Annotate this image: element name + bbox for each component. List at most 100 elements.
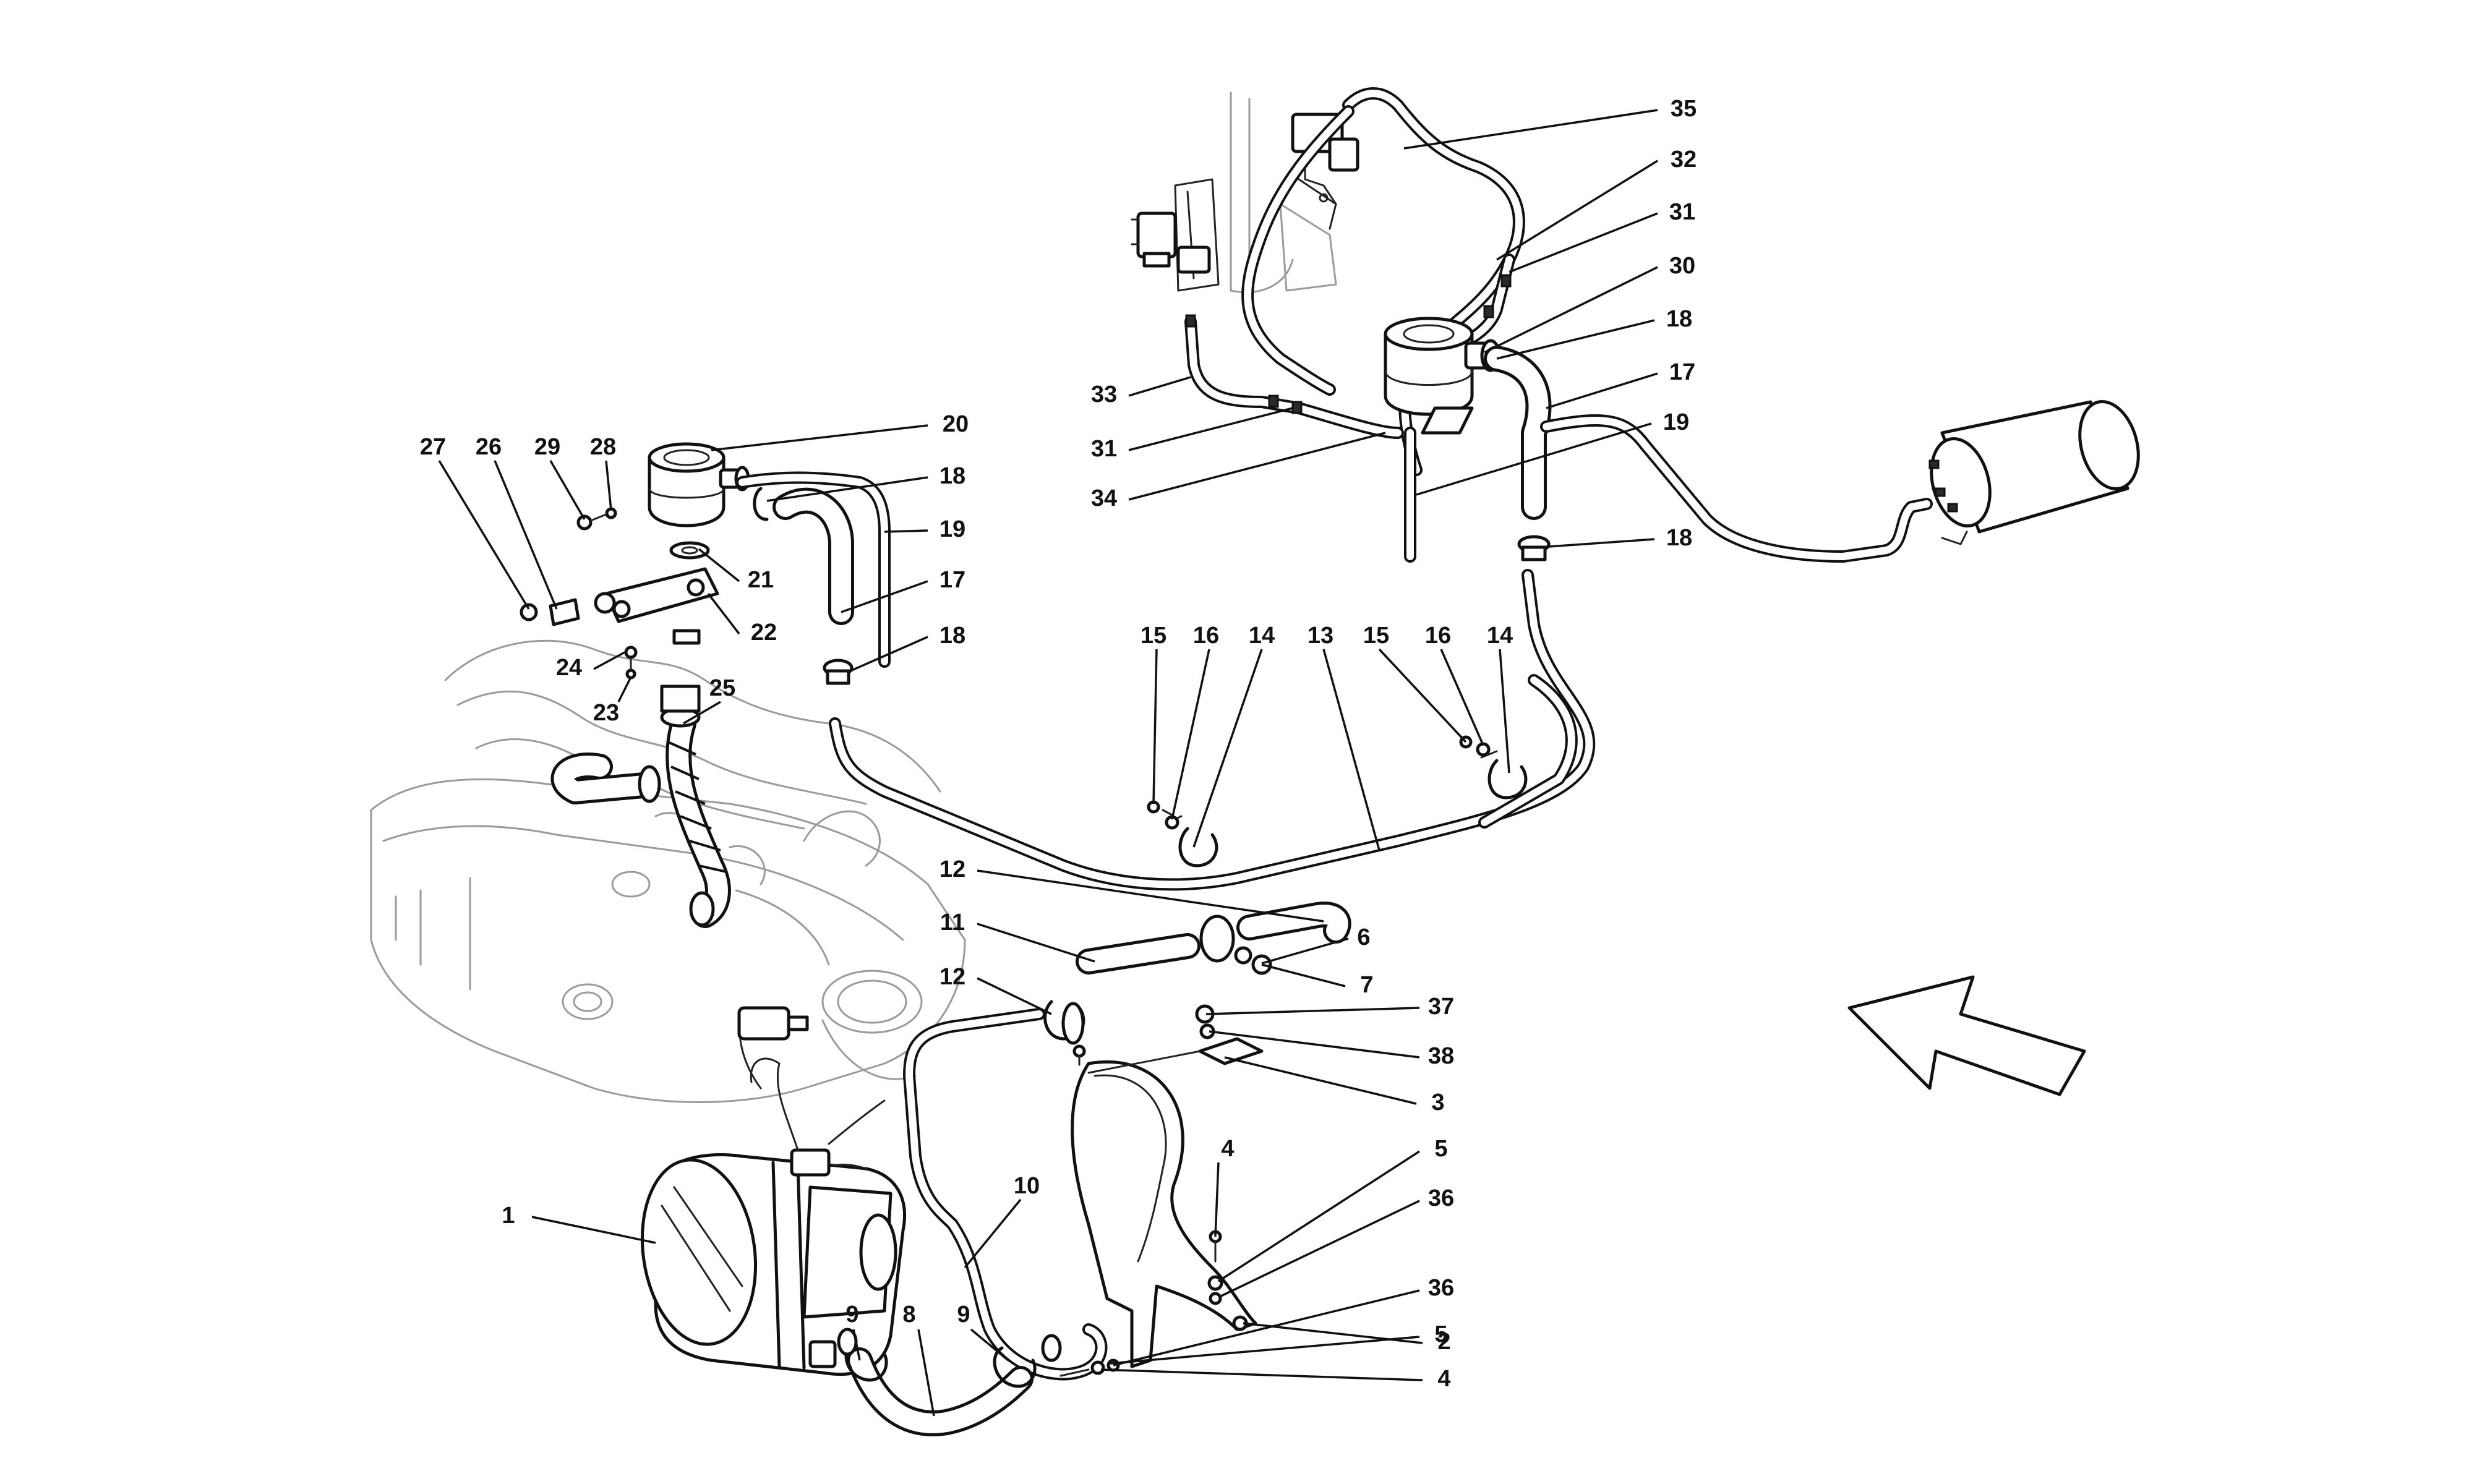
callout-leader-line [1100,1368,1423,1381]
callout-leaders [438,109,1658,1417]
part-number-callout: 28 [590,434,616,460]
part-number-callout: 38 [1428,1043,1454,1069]
part-number-callout: 16 [1193,623,1219,649]
callout-leader-line [1416,422,1652,496]
part-number-callout: 11 [940,910,965,936]
part-number-callout: 1 [502,1203,515,1229]
part-number-callout: 14 [1487,623,1513,649]
callout-leader-line [531,1216,656,1244]
part-number-callout: 33 [1091,382,1117,407]
callout-leader-line [1224,1056,1417,1105]
callout-leader-line [1403,109,1658,150]
part-number-callout: 35 [1671,96,1697,122]
left-check-valve-assembly [520,442,750,928]
callout-leader-line [1499,649,1510,774]
part-number-callout: 12 [940,856,965,882]
part-number-callout: 17 [940,567,965,593]
pipe-clamps [1147,735,1528,868]
callout-leader-line [1192,649,1263,848]
part-number-callout: 34 [1091,485,1117,511]
part-number-callout: 30 [1669,253,1695,279]
part-number-callout: 16 [1425,623,1451,649]
callout-leader-line [977,977,1052,1015]
callout-leader-line [917,1329,935,1417]
callout-leader-line [593,651,625,670]
part-number-callout: 7 [1360,972,1373,998]
callout-leader-line [970,1328,1009,1362]
part-number-callout: 18 [940,623,965,649]
callout-leader-line [1209,1030,1420,1059]
part-number-callout: 24 [556,655,582,681]
pump-inlet-hose [837,1328,1062,1436]
part-number-callout: 4 [1221,1136,1234,1162]
callout-leader-line [1152,649,1158,804]
part-number-callout: 2 [1437,1329,1450,1355]
callout-leader-line [977,869,1324,923]
engine-block-outline [370,639,966,1103]
part-number-callout: 19 [1663,409,1689,435]
callout-leader-line [1496,319,1655,360]
part-number-callout: 37 [1428,994,1454,1020]
callout-leader-line [605,460,612,511]
part-number-callout: 14 [1249,623,1275,649]
part-number-callout: 31 [1669,199,1695,225]
part-number-callout: 4 [1437,1366,1450,1392]
callout-leader-line [1496,160,1658,261]
left-hose [736,471,891,685]
callout-leader-line [1214,1162,1220,1237]
callout-leader-line [1484,266,1658,354]
part-number-callout: 5 [1434,1321,1447,1347]
callout-leader-line [964,1198,1022,1269]
part-number-callout: 23 [593,700,619,726]
callout-leader-line [494,460,558,610]
callout-leader-line [617,676,632,702]
callout-leader-line [884,529,928,533]
part-number-callout: 21 [748,567,774,593]
part-number-callout: 25 [709,675,735,701]
fasteners [1059,946,1272,1377]
carbon-canister [1540,399,2140,563]
part-number-callout: 29 [534,434,560,460]
part-number-callout: 18 [1666,306,1692,332]
solenoid-valve-bracket [1131,92,1359,294]
callout-leader-line [1261,937,1349,965]
callout-leader-line [707,592,740,635]
part-number-callout: 36 [1428,1275,1454,1301]
pump-support-bracket [1071,1037,1264,1368]
callout-leader-line [1546,372,1658,409]
part-number-callout: 32 [1671,147,1697,173]
callout-leader-line [977,923,1095,963]
callout-leader-line [1205,1007,1420,1015]
callout-leader-line [438,460,530,610]
part-number-callout: 13 [1308,623,1333,649]
part-number-callout: 36 [1428,1185,1454,1211]
part-number-callout: 9 [957,1302,970,1328]
callout-leader-line [852,1329,861,1361]
callout-leader-line [711,424,928,451]
part-number-callout: 6 [1357,924,1370,950]
front-direction-arrow-icon [1847,975,2086,1096]
part-number-callout: 27 [420,434,446,460]
part-number-callout: 15 [1141,623,1166,649]
upper-check-valve [1384,317,1501,435]
part-number-callout: 22 [751,620,777,646]
callout-leader-line [1322,649,1380,851]
callout-leader-line [1128,376,1191,397]
part-number-callout: 8 [902,1302,915,1328]
callout-leader-line [1539,538,1655,548]
callout-leader-line [1261,963,1346,987]
part-number-callout: 31 [1091,436,1117,462]
callout-leader-line [683,701,721,725]
secondary-air-pump [640,1006,906,1376]
part-number-callout: 26 [476,434,502,460]
part-number-callout: 9 [845,1302,858,1328]
callout-leader-line [1440,649,1484,746]
part-number-callout: 18 [1666,525,1692,551]
part-number-callout: 18 [940,463,965,489]
part-number-callout: 17 [1669,359,1695,385]
part-number-callout: 19 [940,516,965,542]
callout-leader-line [1128,432,1386,501]
part-number-callout: 5 [1434,1136,1447,1162]
